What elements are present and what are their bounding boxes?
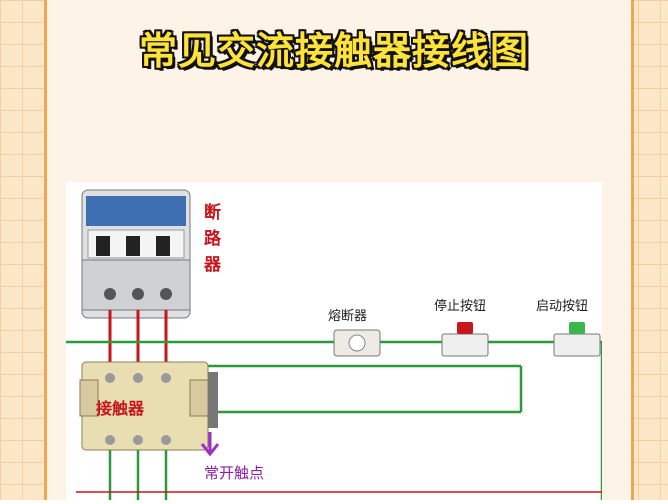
no-contact-label: 常开触点 (204, 464, 264, 482)
stop-button-label: 停止按钮 (434, 298, 486, 314)
contactor (79, 361, 218, 451)
wiring-svg: 断 路 器 熔断器 (66, 189, 604, 500)
circuit-breaker (81, 189, 191, 319)
contactor-label: 接触器 (96, 399, 145, 418)
page-title: 常见交流接触器接线图 (138, 29, 529, 73)
fuse-label: 熔断器 (328, 309, 367, 324)
start-button-label: 启动按钮 (536, 299, 588, 314)
control-wires (66, 340, 604, 500)
no-contact-wire (200, 432, 220, 457)
output-wires (76, 450, 602, 500)
breaker-label: 断 路 器 (203, 202, 227, 275)
stop-button[interactable] (441, 322, 489, 357)
wiring-diagram: 断 路 器 熔断器 (66, 182, 604, 500)
start-button[interactable] (553, 322, 601, 357)
breaker-to-contactor-wires (108, 310, 168, 362)
fuse (333, 329, 381, 357)
